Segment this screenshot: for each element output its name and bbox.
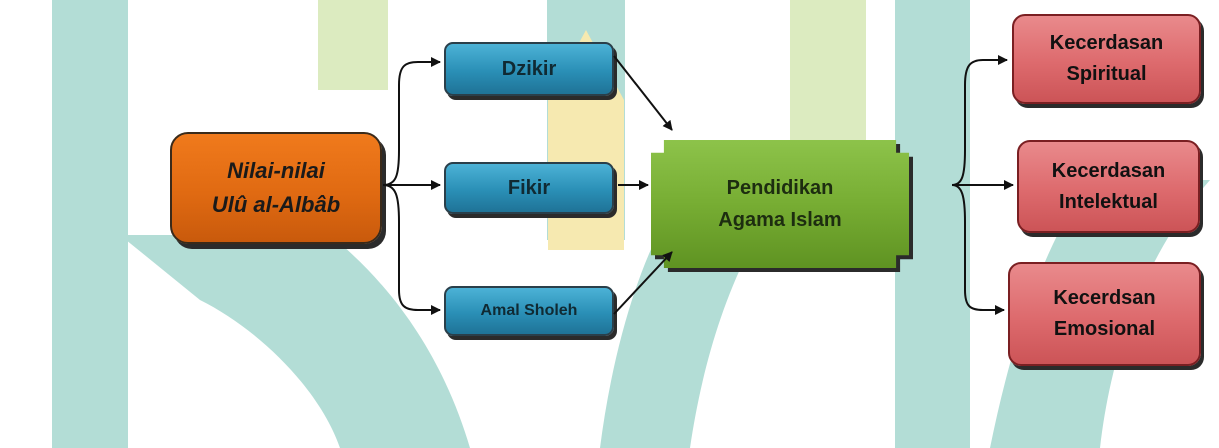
output-box-emosional: Kecerdsan Emosional (1008, 262, 1201, 366)
source-line1: Nilai-nilai (227, 157, 325, 183)
connector-amal-to-center (613, 251, 673, 315)
dzikir-label: Dzikir (501, 57, 557, 80)
watermark-bar-right-green (790, 0, 866, 140)
spiritual-line2: Spiritual (1066, 63, 1147, 85)
spiritual-line1: Kecerdasan (1049, 32, 1164, 54)
fikir-box: Fikir (444, 162, 614, 214)
fikir-label: Fikir (507, 176, 551, 199)
center-box: Pendidikan Agama Islam (651, 140, 909, 268)
watermark-bar-left (52, 0, 128, 448)
center-line1: Pendidikan (726, 177, 834, 199)
watermark-bar-light-green (318, 0, 388, 90)
connector-source-to-dzikir (382, 57, 441, 186)
connector-dzikir-to-center (613, 55, 673, 131)
connector-center-to-spiritual (951, 55, 1008, 186)
output-box-spiritual: Kecerdasan Spiritual (1012, 14, 1201, 104)
source-box: Nilai-nilai Ulû al-Albâb (170, 132, 382, 244)
dzikir-box: Dzikir (444, 42, 614, 96)
intelektual-line1: Kecerdasan (1051, 159, 1166, 182)
connector-center-to-emosional (951, 184, 1005, 315)
connector-source-to-amal (382, 184, 441, 315)
intelektual-line2: Intelektual (1059, 190, 1158, 213)
watermark-swoosh-center (600, 230, 760, 448)
output-box-intelektual: Kecerdasan Intelektual (1017, 140, 1200, 233)
emosional-line2: Emosional (1053, 318, 1156, 340)
watermark-swoosh-left (120, 235, 470, 448)
emosional-line1: Kecerdsan (1053, 287, 1156, 309)
amal-sholeh-box: Amal Sholeh (444, 286, 614, 336)
center-line2: Agama Islam (718, 209, 842, 231)
source-line2: Ulû al-Albâb (211, 192, 341, 217)
amal-sholeh-label: Amal Sholeh (480, 301, 578, 319)
